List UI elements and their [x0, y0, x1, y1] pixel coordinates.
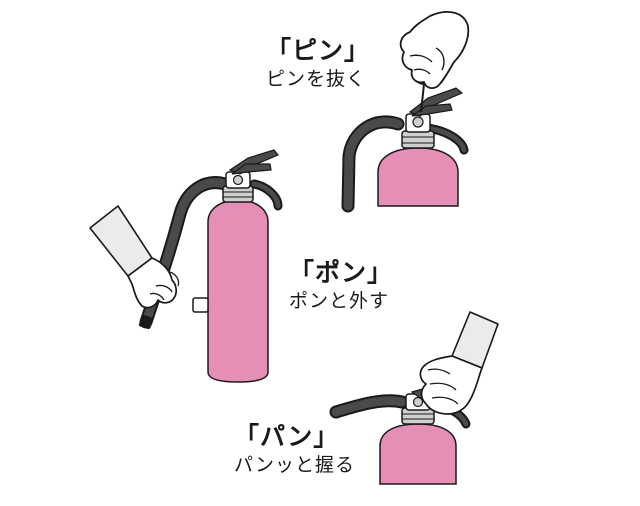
step3-hand-icon: [419, 355, 483, 415]
step2-illustration: [89, 149, 283, 383]
step1-illustration: [341, 11, 470, 213]
step3-label: 「パン」 パンッと握る: [234, 422, 355, 478]
step2-label: 「ポン」 ポンと外す: [289, 258, 393, 314]
step2-title: 「ポン」: [289, 258, 394, 287]
step3-illustration: [329, 311, 499, 485]
step3-caption: パンッと握る: [234, 454, 355, 476]
step2-caption: ポンと外す: [289, 290, 390, 312]
step2-extinguisher-icon: [207, 199, 269, 383]
step1-extinguisher-body: [377, 147, 459, 207]
step2-hand-icon: [127, 257, 178, 309]
step1-caption: ピンを抜く: [266, 68, 367, 90]
step3-title: 「パン」: [234, 422, 340, 451]
step1-title: 「ピン」: [266, 36, 371, 65]
step1-hand-icon: [399, 11, 470, 89]
step3-extinguisher-body: [379, 423, 457, 485]
step1-label: 「ピン」 ピンを抜く: [266, 36, 370, 92]
